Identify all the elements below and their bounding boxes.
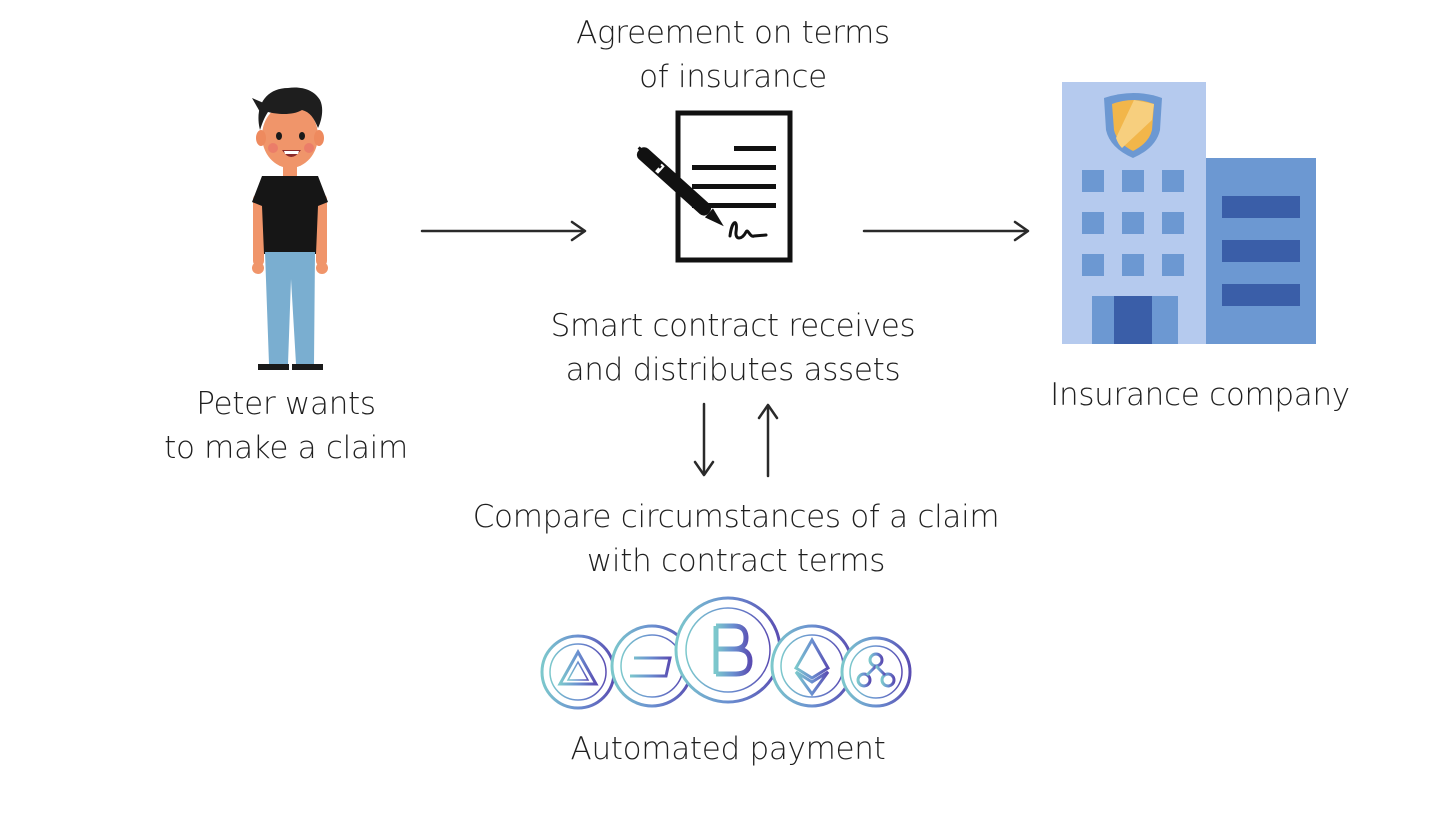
label-peter-line-2: to make a claim <box>164 430 408 466</box>
insurance-building-icon <box>1062 82 1316 344</box>
coin-bitcoin-icon <box>674 596 782 704</box>
signed-contract-icon <box>636 110 793 263</box>
arrow-peter-to-contract <box>420 220 587 242</box>
label-compare-line-1: Compare circumstances of a claim <box>472 499 1000 535</box>
arrow-contract-to-company <box>862 220 1030 242</box>
label-smart-line-1: Smart contract receives <box>550 308 916 344</box>
label-compare-line-2: with contract terms <box>586 543 886 579</box>
label-agreement-line-2: of insurance <box>639 59 827 95</box>
label-agreement-on-terms: Agreement on terms of insurance <box>533 11 933 99</box>
label-peter-claim: Peter wants to make a claim <box>136 382 436 470</box>
label-compare-circumstances: Compare circumstances of a claim with co… <box>436 495 1036 583</box>
label-payment-text: Automated payment <box>570 731 886 767</box>
coin-ethereum-icon <box>770 624 854 708</box>
coin-triangle-icon <box>540 634 616 710</box>
label-agreement-line-1: Agreement on terms <box>576 15 890 51</box>
cryptocurrency-coins-icon <box>540 596 912 710</box>
label-peter-line-1: Peter wants <box>196 386 376 422</box>
label-insurance-company: Insurance company <box>1010 373 1390 417</box>
coin-ripple-icon <box>840 636 912 708</box>
arrow-down-to-compare <box>693 402 715 477</box>
label-company-text: Insurance company <box>1050 377 1350 413</box>
label-smart-contract: Smart contract receives and distributes … <box>483 304 983 392</box>
label-smart-line-2: and distributes assets <box>565 352 901 388</box>
arrow-up-to-smart-contract <box>757 403 779 478</box>
coin-dash-icon <box>610 624 694 708</box>
person-icon <box>252 87 328 373</box>
label-automated-payment: Automated payment <box>478 727 978 771</box>
